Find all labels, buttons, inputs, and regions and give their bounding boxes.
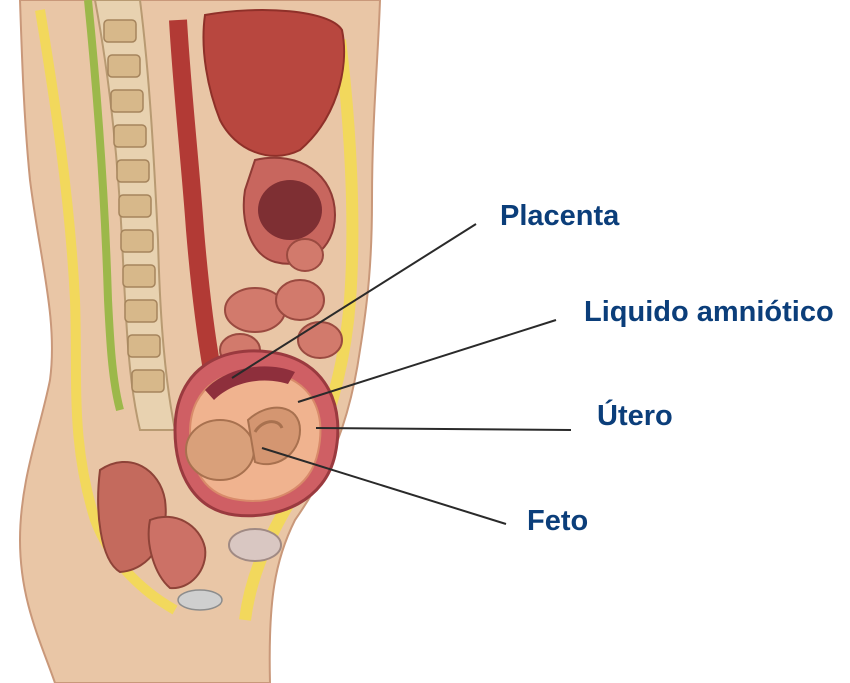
label-liquido-amniotico: Liquido amniótico: [584, 298, 834, 327]
label-feto: Feto: [527, 507, 588, 536]
label-utero: Útero: [597, 402, 673, 431]
leader-line-utero: [316, 428, 571, 430]
label-placenta: Placenta: [500, 202, 619, 231]
